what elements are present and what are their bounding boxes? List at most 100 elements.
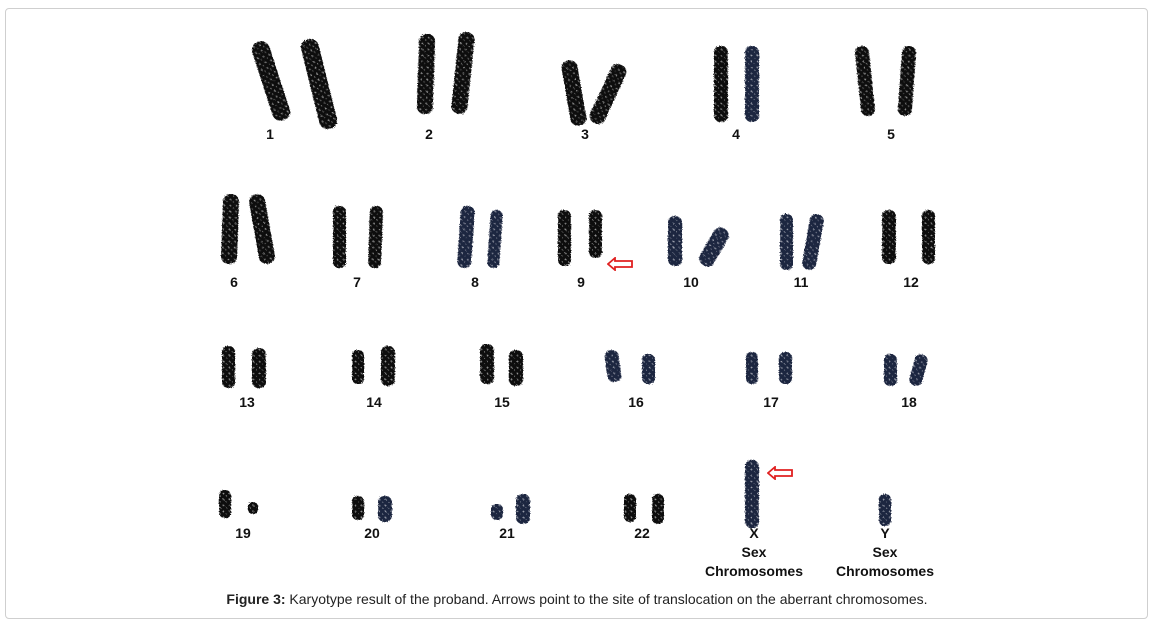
chromosome-banding [561,60,587,126]
chromosome-pair-12 [882,210,935,264]
chromosome-number: 6 [230,274,238,290]
chromosome-number: 19 [235,525,251,541]
chromosome-pair-20 [352,496,392,522]
chromosome-pair-2 [416,32,475,115]
chromosome-banding [487,210,503,268]
chromosome-number: 3 [581,126,589,142]
chromosome-label-1: 1 [266,125,274,144]
chromosome-banding [451,32,475,114]
chromosome-number: 21 [499,525,515,541]
chromosome-pair-10 [668,216,729,267]
chromosome-label-22: 22 [634,524,650,543]
chromosome-pair-8 [457,206,503,268]
chromosome-label-16: 16 [628,393,644,412]
chromosome-banding [480,344,494,384]
chromosome-banding [589,210,602,258]
chromosome-banding [368,205,383,269]
chromosome-pair-3 [561,60,627,126]
chromosome-banding [558,210,571,266]
chromosome-label-6: 6 [230,273,238,292]
chromosome-pair-6 [221,193,275,265]
chromosome-number: 9 [577,274,585,290]
chromosome-pair-11 [780,214,824,270]
chromosome-banding [300,38,338,130]
chromosome-banding [222,346,235,388]
chromosome-label-8: 8 [471,273,479,292]
chromosome-group-label: Chromosomes [835,563,935,579]
chromosome-pair-17 [746,352,792,384]
chromosome-label-17: 17 [763,393,779,412]
chromosome-banding [516,494,530,524]
chromosome-banding [249,194,275,264]
chromosome-number: 4 [732,126,740,142]
chromosome-number: 12 [903,274,919,290]
chromosome-banding [381,346,395,386]
chromosome-banding [668,216,682,266]
chromosome-number: 14 [366,394,382,410]
chromosome-banding [604,350,622,382]
chromosome-banding [624,494,636,522]
chromosome-number: 18 [901,394,917,410]
chromosome-banding [352,350,364,384]
chromosome-label-13: 13 [239,393,255,412]
chromosome-label-18: 18 [901,393,917,412]
chromosome-pair-13 [222,346,266,388]
chromosome-banding [378,496,392,522]
chromosome-pair-14 [352,346,395,386]
chromosome-number: X [749,525,759,541]
chromosome-pair-1 [251,38,338,130]
chromosome-banding [745,460,759,528]
caption-label: Figure 3: [226,591,286,607]
chromosome-label-10: 10 [683,273,699,292]
chromosome-banding [882,210,896,264]
chromosome-number: 1 [266,126,274,142]
chromosome-number: 20 [364,525,380,541]
chromosome-banding [714,46,728,122]
chromosome-banding [780,214,793,270]
chromosome-banding [699,227,729,267]
chromosome-banding [251,41,291,121]
chromosome-banding [898,46,916,116]
chromosome-number: 10 [683,274,699,290]
chromosome-number: Y [880,525,890,541]
chromosome-label-7: 7 [353,273,361,292]
chromosome-pair-21 [491,494,530,524]
chromosome-label-2: 2 [425,125,433,144]
chromosome-pair-4 [714,46,759,122]
chromosome-number: 16 [628,394,644,410]
chromosome-label-14: 14 [366,393,382,412]
chromosome-group-label: Sex [872,544,898,560]
chromosome-pair-19 [219,490,258,518]
chromosome-label-12: 12 [903,273,919,292]
chromosome-number: 22 [634,525,650,541]
chromosome-pair-7 [333,205,383,269]
figure-caption: Figure 3: Karyotype result of the proban… [0,591,1154,607]
chromosome-group-label: Sex [741,544,767,560]
chromosome-banding [509,350,523,386]
chromosome-label-4: 4 [732,125,740,144]
chromosome-number: 8 [471,274,479,290]
chromosome-label-21: 21 [499,524,515,543]
chromosome-pair-22 [624,494,664,524]
chromosome-group-label: Chromosomes [704,563,804,579]
chromosome-banding [652,494,664,524]
chromosome-pair-18 [884,354,928,386]
chromosome-banding [746,352,758,384]
chromosome-number: 5 [887,126,895,142]
chromosome-pair-15 [480,344,523,386]
caption-text: Karyotype result of the proband. Arrows … [285,591,928,607]
chromosome-label-11: 11 [794,273,809,292]
chromosome-banding [221,193,239,265]
chromosome-label-20: 20 [364,524,380,543]
chromosome-number: 2 [425,126,433,142]
chromosome-number: 15 [494,394,510,410]
chromosome-banding [252,348,266,388]
chromosome-pair-16 [604,350,655,384]
chromosome-pair-9 [558,210,602,266]
chromosome-banding [779,352,792,384]
chromosome-pair-X [745,460,759,528]
chromosome-banding [416,33,436,115]
